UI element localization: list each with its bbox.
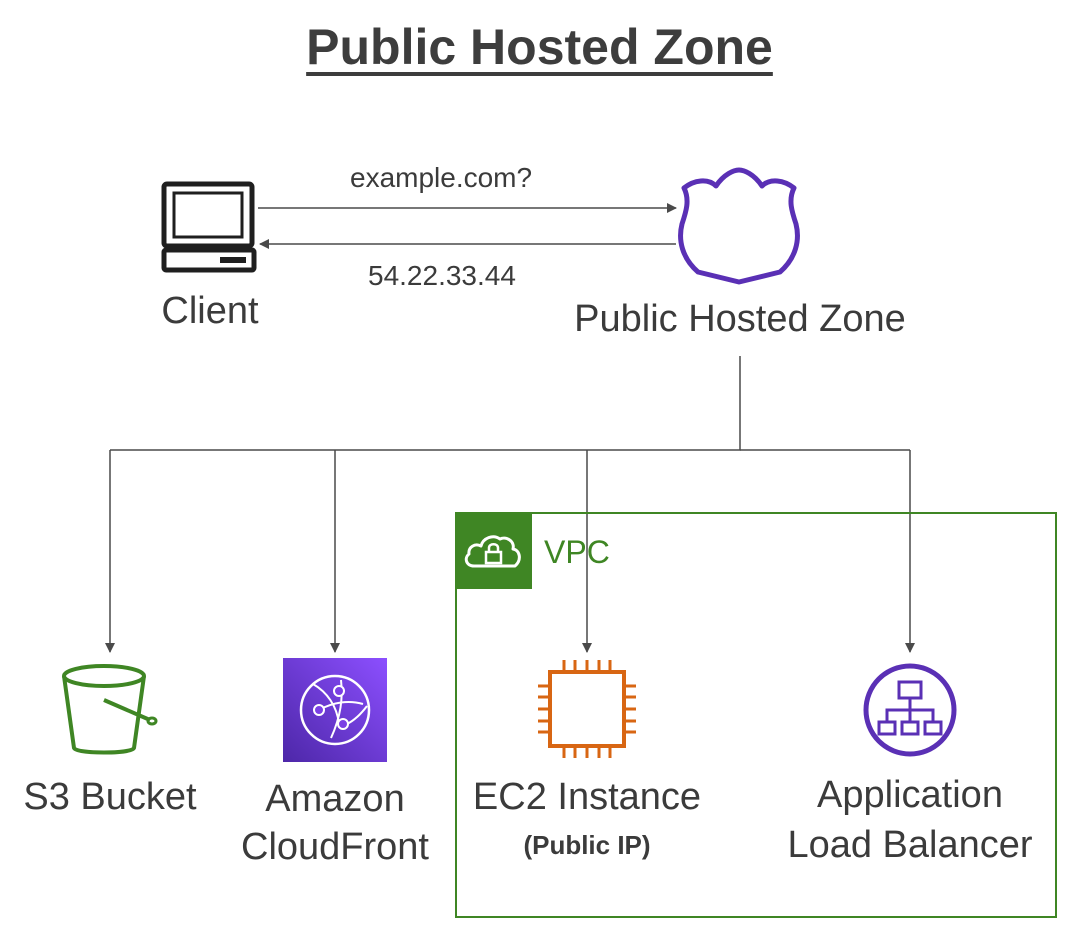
zone-trunk-line <box>110 356 741 451</box>
route53-shield-icon <box>678 167 800 285</box>
response-label: 54.22.33.44 <box>368 260 516 291</box>
ec2-label: EC2 Instance <box>472 776 702 818</box>
vpc-label: VPC <box>544 534 610 570</box>
cloudfront-label-line2: CloudFront <box>241 826 429 868</box>
page-title: Public Hosted Zone <box>306 19 773 75</box>
cloudfront-icon <box>299 674 371 746</box>
s3-bucket-icon <box>62 664 158 755</box>
alb-label-line2: Load Balancer <box>787 824 1033 866</box>
request-label: example.com? <box>350 162 533 193</box>
hosted-zone-label: Public Hosted Zone <box>574 298 906 340</box>
ec2-public-ip-note: (Public IP) <box>523 830 651 860</box>
alb-label-line1: Application <box>817 774 1003 816</box>
s3-label: S3 Bucket <box>23 776 197 818</box>
vpc-cloud-lock-icon <box>464 535 521 568</box>
alb-icon <box>863 663 957 757</box>
cloudfront-tile <box>283 658 387 762</box>
vpc-container <box>455 512 1057 918</box>
client-label: Client <box>161 290 259 332</box>
client-computer-icon <box>161 181 257 273</box>
ec2-chip-icon <box>538 660 636 758</box>
vpc-badge <box>455 512 532 589</box>
cloudfront-label-line1: Amazon <box>265 778 405 820</box>
